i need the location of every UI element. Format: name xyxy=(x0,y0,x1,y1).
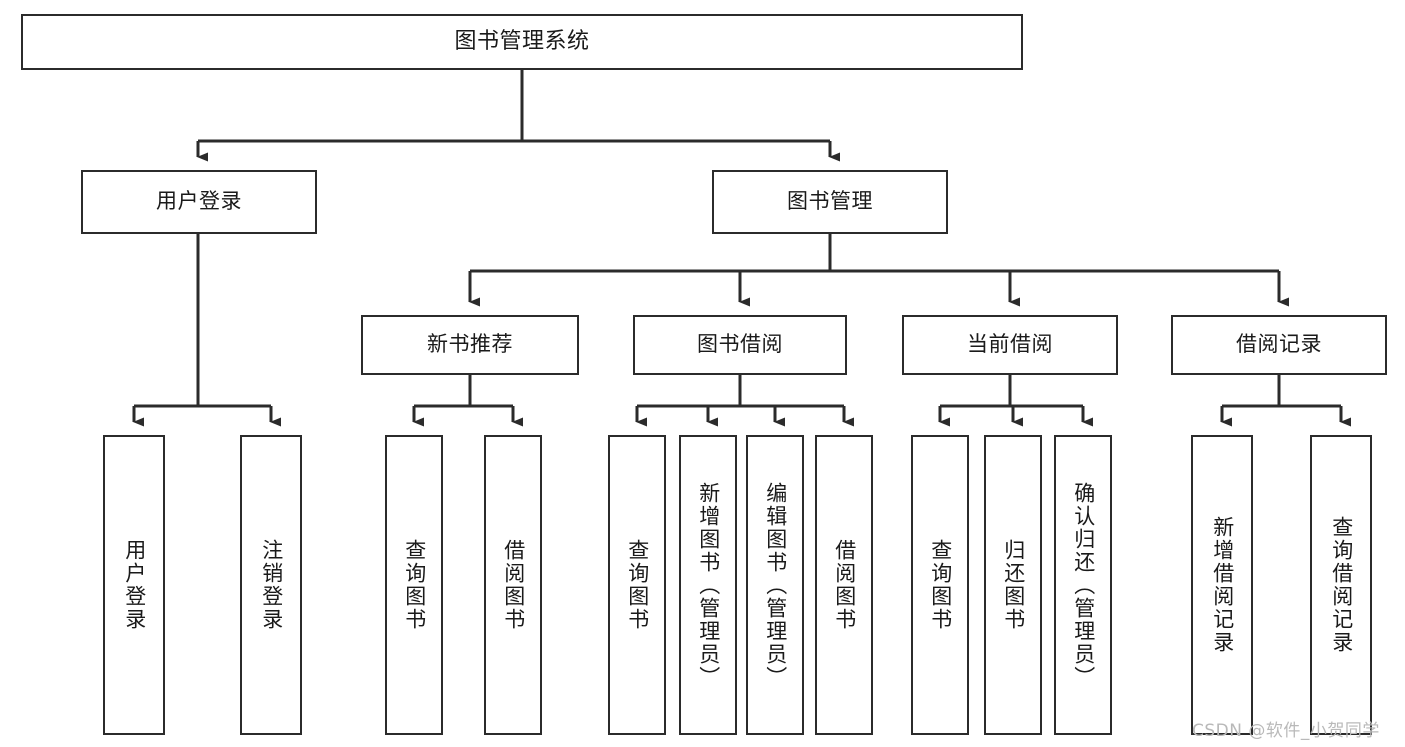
node-label: 用户登录 xyxy=(156,189,242,214)
node-label: 查询图书 xyxy=(402,539,427,631)
node-root[interactable]: 图书管理系统 xyxy=(21,14,1023,70)
node-label: 图书借阅 xyxy=(697,332,783,357)
connector-book-manage xyxy=(468,234,1289,307)
node-label: 查询图书 xyxy=(625,539,650,631)
csdn-watermark: CSDN @软件_小贺同学 xyxy=(1192,721,1380,741)
node-current-borrow[interactable]: 当前借阅 xyxy=(902,315,1118,375)
node-leaf-query-book-3[interactable]: 查询图书 xyxy=(911,435,969,735)
node-leaf-query-record[interactable]: 查询借阅记录 xyxy=(1310,435,1372,735)
connector-borrow-record xyxy=(1220,375,1351,427)
node-label: 用户登录 xyxy=(122,539,147,631)
connector-current-borrow xyxy=(938,375,1093,427)
node-label: 新增借阅记录 xyxy=(1210,516,1235,654)
node-user-login[interactable]: 用户登录 xyxy=(81,170,317,234)
node-leaf-add-book[interactable]: 新增图书（管理员） xyxy=(679,435,737,735)
node-label: 归还图书 xyxy=(1001,539,1026,631)
node-label: 编辑图书（管理员） xyxy=(763,481,788,689)
node-label: 新书推荐 xyxy=(427,332,513,357)
node-label: 新增图书（管理员） xyxy=(696,481,721,689)
connector-user-login xyxy=(132,234,281,427)
node-leaf-borrow-book-1[interactable]: 借阅图书 xyxy=(484,435,542,735)
connector-lines xyxy=(132,70,1351,427)
node-label: 借阅图书 xyxy=(832,539,857,631)
connector-book-borrow xyxy=(635,375,854,427)
node-borrow-record[interactable]: 借阅记录 xyxy=(1171,315,1387,375)
node-label: 借阅图书 xyxy=(501,539,526,631)
node-label: 图书管理系统 xyxy=(454,28,590,54)
connector-root xyxy=(196,70,840,162)
node-label: 确认归还（管理员） xyxy=(1071,481,1096,689)
node-label: 注销登录 xyxy=(259,539,284,631)
node-leaf-borrow-book-2[interactable]: 借阅图书 xyxy=(815,435,873,735)
node-leaf-logout[interactable]: 注销登录 xyxy=(240,435,302,735)
node-leaf-query-book-2[interactable]: 查询图书 xyxy=(608,435,666,735)
node-leaf-query-book-1[interactable]: 查询图书 xyxy=(385,435,443,735)
node-label: 当前借阅 xyxy=(967,332,1053,357)
node-new-book-recommend[interactable]: 新书推荐 xyxy=(361,315,579,375)
connector-new-book-recommend xyxy=(412,375,523,427)
node-leaf-user-login[interactable]: 用户登录 xyxy=(103,435,165,735)
node-leaf-confirm-return[interactable]: 确认归还（管理员） xyxy=(1054,435,1112,735)
node-leaf-add-record[interactable]: 新增借阅记录 xyxy=(1191,435,1253,735)
node-label: 图书管理 xyxy=(787,189,873,214)
node-leaf-return-book[interactable]: 归还图书 xyxy=(984,435,1042,735)
node-label: 查询图书 xyxy=(928,539,953,631)
node-label: 借阅记录 xyxy=(1236,332,1322,357)
node-leaf-edit-book[interactable]: 编辑图书（管理员） xyxy=(746,435,804,735)
node-label: 查询借阅记录 xyxy=(1329,516,1354,654)
node-book-manage[interactable]: 图书管理 xyxy=(712,170,948,234)
node-book-borrow[interactable]: 图书借阅 xyxy=(633,315,847,375)
